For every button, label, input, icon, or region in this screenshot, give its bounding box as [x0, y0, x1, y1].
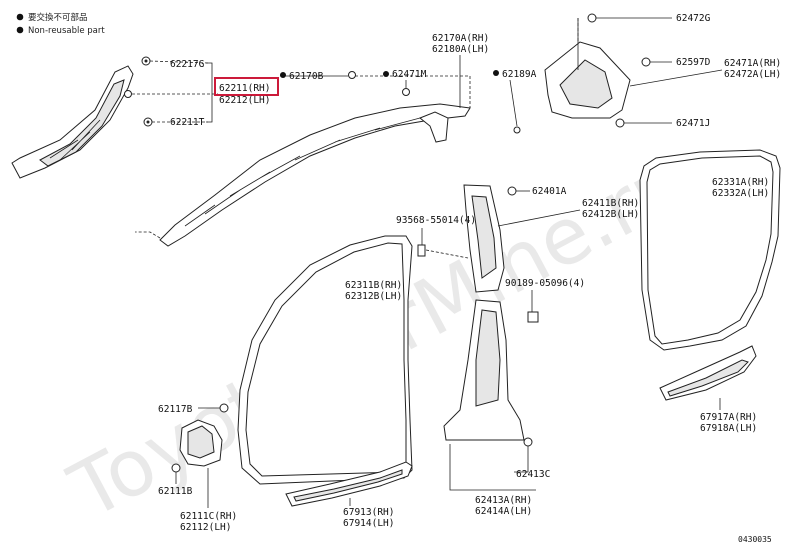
quarter-pillar-garnish — [544, 41, 631, 119]
part-label-62332A-lh: 62332A(LH) — [712, 188, 769, 199]
rear-door-weatherstrip — [639, 149, 781, 351]
roof-side-garnish — [159, 103, 471, 247]
part-label-62597D: 62597D — [676, 57, 711, 68]
part-label-67917A-rh: 67917A(RH) — [700, 412, 757, 423]
non-reusable-bullet-icon — [383, 71, 389, 77]
clip-icon — [615, 118, 625, 128]
part-label-62471J: 62471J — [676, 118, 710, 129]
part-label-62111B: 62111B — [158, 486, 193, 497]
part-label-62413C: 62413C — [516, 469, 550, 480]
non-reusable-bullet-icon — [16, 26, 24, 34]
clip-icon — [641, 57, 651, 67]
front-scuff-plate — [285, 461, 413, 507]
clip-icon — [348, 71, 356, 79]
part-label-62411B-rh: 62411B(RH) — [582, 198, 639, 209]
part-label-62414A-lh: 62414A(LH) — [475, 506, 532, 517]
legend: 要交換不可部品 Non-reusable part — [16, 12, 105, 36]
part-label-62471M: 62471M — [392, 69, 427, 80]
clip-icon — [171, 463, 181, 473]
part-label-62413A-rh: 62413A(RH) — [475, 495, 532, 506]
part-label-62312B-lh: 62312B(LH) — [345, 291, 402, 302]
clip-icon — [402, 88, 410, 96]
clip-icon — [219, 403, 229, 413]
non-reusable-bullet-icon — [16, 13, 24, 21]
legend-english: Non-reusable part — [28, 26, 105, 36]
part-label-62111C-rh: 62111C(RH) — [180, 511, 237, 522]
part-label-67918A-lh: 67918A(LH) — [700, 423, 757, 434]
image-code: 0430035 — [738, 535, 772, 544]
clip-icon — [587, 13, 597, 23]
screw-icon — [417, 244, 426, 257]
non-reusable-bullet-icon — [493, 70, 499, 76]
part-label-67913-rh: 67913(RH) — [343, 507, 394, 518]
clip-icon — [513, 126, 521, 134]
part-label-62331A-rh: 62331A(RH) — [712, 177, 769, 188]
center-pillar-lower-garnish — [443, 299, 525, 441]
legend-japanese: 要交換不可部品 — [28, 12, 88, 23]
clip-icon — [143, 117, 153, 127]
part-label-62170A-rh: 62170A(RH) — [432, 33, 489, 44]
part-label-62170B: 62170B — [289, 71, 324, 82]
part-label-62211-rh: 62211(RH) — [219, 83, 270, 94]
rear-scuff-plate — [659, 345, 757, 401]
part-label-62217G: 62217G — [170, 59, 205, 70]
front-door-weatherstrip — [237, 235, 413, 485]
cowl-side-trim — [179, 419, 223, 467]
clip-icon — [124, 90, 132, 98]
part-label-93568-55014: 93568-55014(4) — [396, 215, 476, 226]
part-label-90189-05096: 90189-05096(4) — [505, 278, 585, 289]
part-label-62189A: 62189A — [502, 69, 537, 80]
center-pillar-upper-garnish — [463, 184, 505, 293]
part-label-62212-lh: 62212(LH) — [219, 95, 270, 106]
part-label-62117B: 62117B — [158, 404, 193, 415]
part-label-62112-lh: 62112(LH) — [180, 522, 231, 533]
part-label-62472A-lh: 62472A(LH) — [724, 69, 781, 80]
part-label-62472G: 62472G — [676, 13, 711, 24]
part-label-62311B-rh: 62311B(RH) — [345, 280, 402, 291]
clip-icon — [523, 437, 533, 447]
highlight-box — [214, 77, 279, 96]
clip-icon — [141, 56, 151, 66]
part-label-62412B-lh: 62412B(LH) — [582, 209, 639, 220]
part-label-62211T: 62211T — [170, 117, 205, 128]
a-pillar-garnish — [11, 65, 134, 179]
part-label-62471A-rh: 62471A(RH) — [724, 58, 781, 69]
clip-icon — [527, 311, 539, 323]
non-reusable-bullet-icon — [280, 72, 286, 78]
part-label-62180A-lh: 62180A(LH) — [432, 44, 489, 55]
part-label-62401A: 62401A — [532, 186, 567, 197]
clip-icon — [507, 186, 517, 196]
part-label-67914-lh: 67914(LH) — [343, 518, 394, 529]
